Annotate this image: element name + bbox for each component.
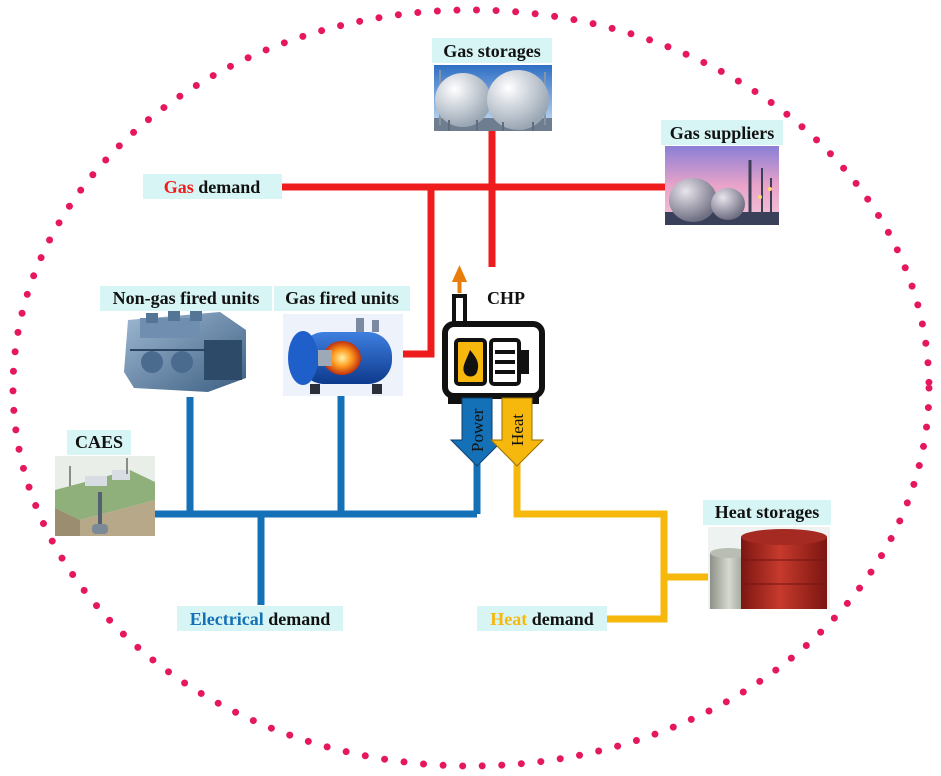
gas-demand-keyword: Gas: [164, 177, 194, 197]
heat-output-arrow: [489, 397, 545, 467]
heat-demand-keyword: Heat: [490, 609, 527, 629]
heat-demand-node: Heat demand: [477, 606, 607, 631]
gas-storages-label: Gas storages: [443, 41, 541, 61]
gas-suppliers-label: Gas suppliers: [670, 123, 775, 143]
spherical-gas-tank-icon: [434, 65, 552, 131]
heat-network: [513, 455, 710, 623]
gas-demand-node: Gas demand: [143, 174, 282, 199]
caes-cavern-icon: [55, 456, 155, 536]
chp-node: CHP: [442, 265, 545, 404]
gas-to-gas-units-line: [400, 187, 435, 358]
chp-label: CHP: [487, 288, 525, 308]
heat-demand-label-bg: [477, 606, 607, 631]
chp-heat-line: [513, 455, 668, 623]
electrical-demand-node: Electrical demand: [177, 606, 343, 631]
electrical-demand-suffix: demand: [264, 609, 331, 629]
gas-storages-node: Gas storages: [432, 38, 552, 131]
power-network: [155, 396, 481, 605]
non-gas-units-label-bg: [100, 286, 272, 311]
gas-demand-label-bg: [143, 174, 282, 199]
gas-boiler-icon: [283, 314, 403, 396]
chp-unit-icon: [442, 265, 545, 404]
gas-demand-label: Gas demand: [164, 177, 261, 197]
electrical-demand-label: Electrical demand: [190, 609, 330, 629]
diesel-engine-icon: [124, 311, 246, 392]
heat-storages-node: Heat storages: [703, 500, 831, 609]
heat-demand-suffix: demand: [527, 609, 594, 629]
gas-suppliers-node: Gas suppliers: [661, 120, 783, 225]
exhaust-arrow: [451, 265, 468, 293]
non-gas-units-node: Non-gas fired units: [100, 286, 272, 392]
heat-storages-label-bg: [703, 500, 831, 525]
gas-fired-units-label-bg: [274, 286, 410, 311]
system-boundary: [9, 6, 933, 770]
gas-fired-units-node: Gas fired units: [274, 286, 410, 396]
caes-label: CAES: [75, 432, 123, 452]
caes-node: CAES: [55, 430, 155, 536]
chp-outputs: Power Heat: [449, 397, 545, 467]
electrical-demand-label-bg: [177, 606, 343, 631]
gas-storages-label-bg: [432, 38, 552, 63]
gas-fired-units-label: Gas fired units: [285, 288, 399, 308]
power-arrow-label: Power: [468, 408, 487, 452]
heat-storage-tank-icon: [708, 527, 830, 609]
non-gas-units-label: Non-gas fired units: [113, 288, 260, 308]
heat-demand-label: Heat demand: [490, 609, 594, 629]
power-output-arrow: [449, 397, 505, 467]
gas-plant-icon: [665, 146, 779, 225]
heat-arrow-label: Heat: [508, 414, 527, 446]
electrical-demand-keyword: Electrical: [190, 609, 264, 629]
gas-network: [282, 131, 666, 358]
caes-label-bg: [67, 430, 131, 455]
heat-storages-label: Heat storages: [715, 502, 819, 522]
gas-demand-suffix: demand: [194, 177, 261, 197]
gas-suppliers-label-bg: [661, 120, 783, 145]
